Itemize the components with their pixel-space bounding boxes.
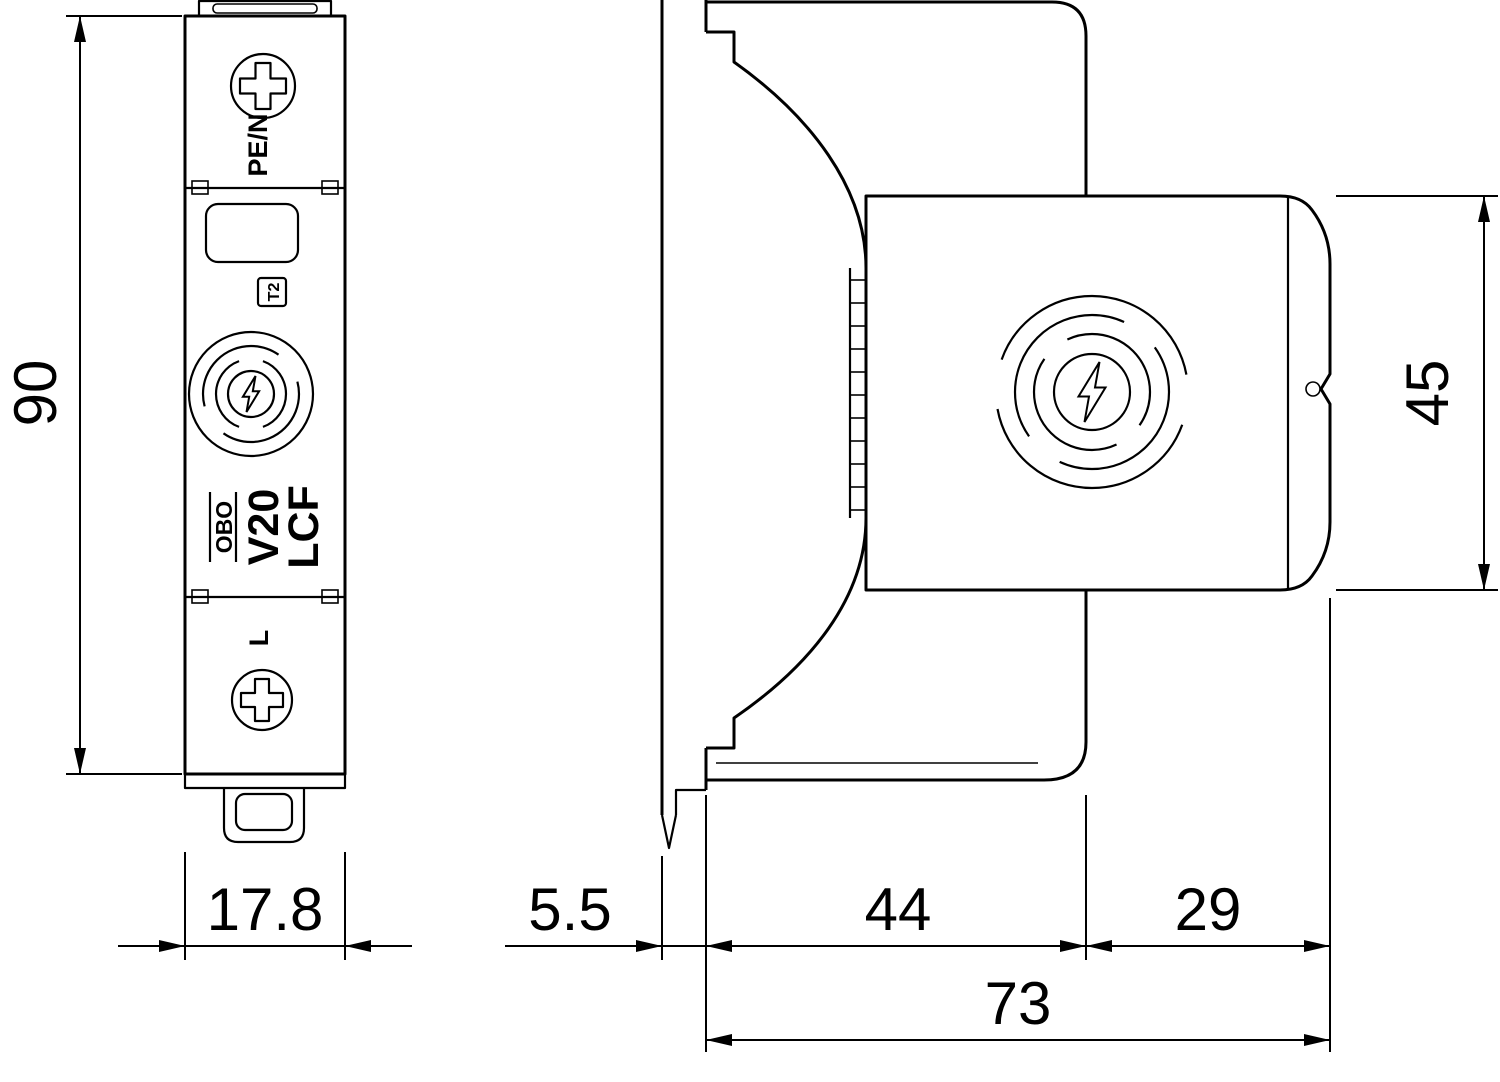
front-base-strip xyxy=(183,772,347,790)
screw-top-cross-icon xyxy=(238,61,288,111)
side-view xyxy=(660,0,1332,850)
module-outline xyxy=(864,194,1332,592)
dim-module-depth-label: 29 xyxy=(1175,876,1242,943)
dim-height-label: 90 xyxy=(2,360,69,427)
front-clip xyxy=(321,180,339,195)
terminal-bottom-label: L xyxy=(244,630,274,647)
front-inspection-window xyxy=(204,202,300,264)
lightning-bolt-icon xyxy=(243,376,259,412)
arrowhead-icon xyxy=(1478,564,1490,590)
series-label: LCF xyxy=(280,485,328,569)
module-test-hole xyxy=(1305,381,1321,397)
front-view: T2 PE/N OBO V20 LCF L xyxy=(183,0,347,844)
screw-bottom-cross-icon xyxy=(239,677,285,723)
rail-foot-tip xyxy=(660,814,678,850)
arrowhead-icon xyxy=(74,748,86,774)
front-clip xyxy=(321,589,339,604)
arrowhead-icon xyxy=(706,1034,732,1046)
rail-channel-outline xyxy=(706,30,868,750)
type-class-badge xyxy=(256,276,288,308)
arrowhead-icon xyxy=(1304,1034,1330,1046)
dim-total-depth-label: 73 xyxy=(985,970,1052,1037)
front-latch-slot xyxy=(234,792,294,832)
dim-width-label: 17.8 xyxy=(207,876,324,943)
dim-module-height-label: 45 xyxy=(1394,360,1461,427)
type-class-label: T2 xyxy=(266,283,283,302)
arrowhead-icon xyxy=(1478,196,1490,222)
rail-foot-step xyxy=(674,788,706,815)
model-label: V20 xyxy=(240,489,288,566)
housing-top-outline xyxy=(706,0,1088,196)
lightning-bolt-icon xyxy=(1079,362,1106,422)
dim-base-depth-label: 44 xyxy=(865,876,932,943)
surge-logo-front-icon xyxy=(187,330,315,458)
front-latch xyxy=(222,788,306,844)
screw-bottom-icon xyxy=(230,668,294,732)
front-clip xyxy=(191,589,209,604)
contact-rack-ticks xyxy=(850,279,866,511)
front-top-cap-slot xyxy=(212,3,318,14)
arrowhead-icon xyxy=(1086,940,1112,952)
dimension-annotations: 90 17.8 5.5 44 29 73 45 xyxy=(2,15,1498,1052)
brand-label: OBO xyxy=(211,501,237,553)
arrowhead-icon xyxy=(159,940,185,952)
terminal-top-label: PE/N xyxy=(243,113,273,176)
screw-top-icon xyxy=(229,52,297,120)
dim-rail-depth-label: 5.5 xyxy=(528,876,611,943)
arrowhead-icon xyxy=(706,940,732,952)
front-clip xyxy=(191,180,209,195)
housing-bottom-outline xyxy=(706,590,1088,782)
arrowhead-icon xyxy=(636,940,662,952)
arrowhead-icon xyxy=(1060,940,1086,952)
arrowhead-icon xyxy=(74,16,86,42)
arrowhead-icon xyxy=(345,940,371,952)
surge-logo-side-icon xyxy=(994,294,1190,490)
arrowhead-icon xyxy=(1304,940,1330,952)
